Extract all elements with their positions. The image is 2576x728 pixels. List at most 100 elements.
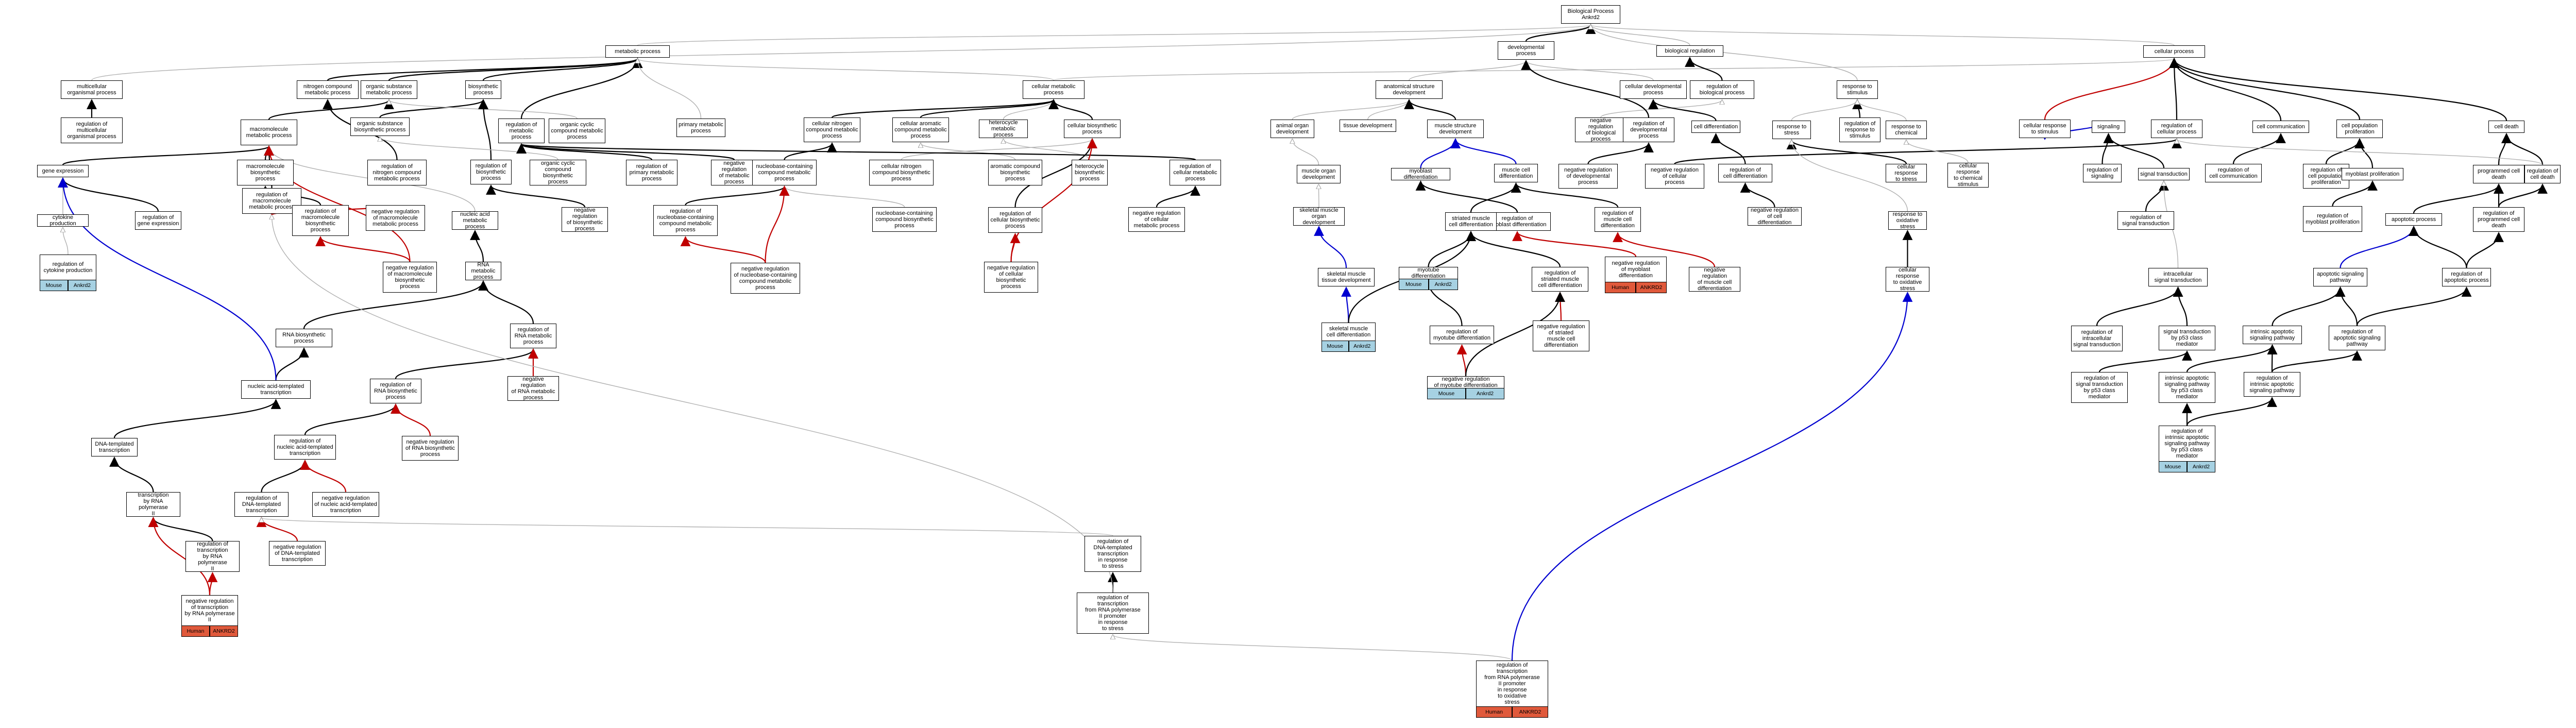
go-term-node[interactable]: negative regulation of metabolic process: [711, 160, 757, 185]
go-term-node[interactable]: metabolic process: [605, 45, 670, 58]
go-term-node[interactable]: response to oxidative stress: [1888, 211, 1927, 230]
go-term-node[interactable]: signaling: [2092, 121, 2125, 133]
go-term-node[interactable]: regulation of DNA-templated transcriptio…: [1084, 536, 1141, 572]
go-term-node[interactable]: nitrogen compound metabolic process: [297, 80, 359, 99]
go-term-node[interactable]: heterocycle biosynthetic process: [1072, 160, 1108, 185]
go-term-node[interactable]: cellular metabolic process: [1023, 80, 1084, 99]
go-term-node[interactable]: regulation of cellular biosynthetic proc…: [988, 207, 1042, 233]
go-term-node[interactable]: organic substance metabolic process: [361, 80, 417, 99]
go-term-node[interactable]: primary metabolic process: [676, 118, 725, 137]
go-term-node[interactable]: organic substance biosynthetic process: [350, 117, 410, 136]
go-term-node[interactable]: regulation of muscle cell differentiatio…: [1595, 207, 1641, 232]
go-term-node[interactable]: cell communication: [2252, 121, 2309, 133]
go-term-node[interactable]: negative regulation of striated muscle c…: [1533, 320, 1589, 351]
go-term-node[interactable]: biological regulation: [1656, 45, 1723, 57]
go-term-node[interactable]: regulation of apoptotic signaling pathwa…: [2329, 326, 2385, 350]
go-term-node[interactable]: negative regulation of cellular metaboli…: [1128, 207, 1185, 232]
go-term-node[interactable]: regulation of signal transduction: [2117, 211, 2174, 230]
go-term-node[interactable]: cytokine production: [37, 214, 89, 227]
go-term-node[interactable]: regulation of myotube differentiation: [1430, 326, 1494, 344]
go-term-node[interactable]: regulation of transcription from RNA pol…: [1476, 661, 1548, 707]
go-term-node[interactable]: heterocycle metabolic process: [979, 120, 1028, 138]
go-term-node[interactable]: regulation of myoblast proliferation: [2303, 206, 2362, 232]
go-term-node[interactable]: negative regulation of cell differentiat…: [1748, 207, 1802, 226]
go-term-node[interactable]: apoptotic signaling pathway: [2313, 268, 2367, 286]
go-term-node[interactable]: negative regulation of RNA metabolic pro…: [507, 376, 559, 401]
go-term-node[interactable]: negative regulation of biosynthetic proc…: [562, 207, 608, 232]
go-term-node[interactable]: aromatic compound biosynthetic process: [988, 160, 1042, 185]
go-term-node[interactable]: tissue development: [1340, 120, 1396, 132]
go-term-node[interactable]: regulation of cellular metabolic process: [1170, 160, 1221, 185]
go-term-node[interactable]: regulation of transcription by RNA polym…: [185, 541, 240, 572]
go-term-node[interactable]: regulation of metabolic process: [498, 118, 545, 143]
go-term-node[interactable]: negative regulation of macromolecule met…: [366, 205, 425, 231]
go-term-node[interactable]: intrinsic apoptotic signaling pathway by…: [2159, 372, 2215, 403]
go-term-node[interactable]: response to stimulus: [1837, 80, 1878, 99]
go-term-node[interactable]: negative regulation of myotube different…: [1427, 376, 1504, 388]
go-term-node[interactable]: regulation of cellular process: [2151, 120, 2202, 138]
go-term-node[interactable]: negative regulation of nucleobase-contai…: [731, 263, 800, 294]
go-term-node[interactable]: regulation of apoptotic process: [2442, 268, 2491, 286]
go-term-node[interactable]: macromolecule biosynthetic process: [237, 160, 294, 185]
go-term-node[interactable]: RNA biosynthetic process: [276, 329, 332, 347]
go-term-node[interactable]: regulation of response to stimulus: [1839, 117, 1880, 142]
go-term-node[interactable]: negative regulation of muscle cell diffe…: [1689, 267, 1740, 292]
go-term-node[interactable]: cellular response to oxidative stress: [1886, 267, 1929, 292]
go-term-node[interactable]: regulation of biosynthetic process: [470, 160, 512, 184]
go-term-node[interactable]: regulation of cell communication: [2205, 164, 2262, 182]
go-term-node[interactable]: transcription by RNA polymerase II: [126, 492, 180, 517]
go-term-node[interactable]: regulation of nucleobase-containing comp…: [653, 205, 718, 236]
go-term-node[interactable]: skeletal muscle organ development: [1293, 207, 1345, 226]
go-term-node[interactable]: skeletal muscle tissue development: [1318, 268, 1375, 286]
go-term-node[interactable]: programmed cell death: [2473, 165, 2524, 183]
go-term-node[interactable]: myoblast proliferation: [2342, 168, 2403, 180]
go-term-node[interactable]: nucleic acid-templated transcription: [241, 380, 311, 399]
go-term-node[interactable]: muscle structure development: [1427, 120, 1484, 138]
go-term-node[interactable]: regulation of multicellular organismal p…: [61, 117, 123, 143]
go-term-node[interactable]: cellular biosynthetic process: [1064, 120, 1121, 138]
go-term-node[interactable]: cellular response to chemical stimulus: [1947, 163, 1989, 188]
go-term-node[interactable]: anatomical structure development: [1376, 80, 1443, 99]
go-term-node[interactable]: apoptotic process: [2385, 213, 2442, 226]
go-term-node[interactable]: negative regulation of RNA biosynthetic …: [402, 436, 459, 461]
go-term-node[interactable]: negative regulation of macromolecule bio…: [383, 262, 437, 293]
go-term-node[interactable]: regulation of RNA metabolic process: [510, 324, 556, 348]
go-term-node[interactable]: negative regulation of biological proces…: [1575, 117, 1626, 142]
go-term-node[interactable]: cellular response to stress: [1886, 164, 1927, 182]
go-term-node[interactable]: cell population proliferation: [2336, 120, 2383, 138]
go-term-node[interactable]: animal organ development: [1270, 120, 1314, 138]
go-term-node[interactable]: regulation of intrinsic apoptotic signal…: [2244, 372, 2300, 397]
go-term-node[interactable]: regulation of DNA-templated transcriptio…: [234, 492, 289, 517]
go-term-node[interactable]: nucleobase-containing compound metabolic…: [752, 160, 817, 185]
go-term-node[interactable]: muscle cell differentiation: [1494, 164, 1538, 182]
go-term-node[interactable]: RNA metabolic process: [465, 262, 501, 280]
go-term-node[interactable]: striated muscle cell differentiation: [1445, 212, 1497, 231]
go-term-node[interactable]: negative regulation of developmental pro…: [1558, 164, 1618, 189]
go-term-node[interactable]: regulation of developmental process: [1623, 117, 1674, 142]
go-term-node[interactable]: regulation of cell death: [2524, 165, 2561, 183]
go-term-node[interactable]: multicellular organismal process: [61, 80, 123, 99]
go-term-node[interactable]: cellular nitrogen compound metabolic pro…: [804, 117, 860, 142]
go-term-node[interactable]: nucleobase-containing compound biosynthe…: [872, 207, 937, 232]
go-term-node[interactable]: cellular developmental process: [1620, 80, 1687, 99]
go-term-node[interactable]: regulation of intracellular signal trans…: [2071, 326, 2123, 351]
go-term-node[interactable]: regulation of macromolecule metabolic pr…: [242, 188, 301, 214]
go-term-node[interactable]: negative regulation of nucleic acid-temp…: [312, 492, 379, 517]
go-term-node[interactable]: intrinsic apoptotic signaling pathway: [2243, 326, 2302, 344]
go-term-node[interactable]: regulation of biological process: [1690, 80, 1754, 99]
go-term-node[interactable]: myoblast differentiation: [1391, 168, 1450, 180]
go-term-node[interactable]: biosynthetic process: [465, 80, 501, 99]
go-term-node[interactable]: regulation of nitrogen compound metaboli…: [367, 160, 427, 185]
go-term-node[interactable]: regulation of programmed cell death: [2473, 207, 2524, 232]
go-term-node[interactable]: regulation of signaling: [2083, 164, 2122, 182]
go-term-node[interactable]: regulation of RNA biosynthetic process: [370, 379, 421, 403]
go-term-node[interactable]: Biological Process Ankrd2: [1561, 5, 1620, 24]
go-term-node[interactable]: regulation of primary metabolic process: [626, 160, 677, 185]
go-term-node[interactable]: response to chemical: [1886, 121, 1927, 139]
go-term-node[interactable]: regulation of cytokine production: [40, 255, 96, 280]
go-term-node[interactable]: negative regulation of cellular biosynth…: [984, 262, 1038, 293]
go-term-node[interactable]: negative regulation of cellular process: [1645, 164, 1704, 189]
go-term-node[interactable]: nucleic acid metabolic process: [452, 211, 498, 230]
go-term-node[interactable]: cellular process: [2143, 45, 2205, 58]
go-term-node[interactable]: regulation of striated muscle cell diffe…: [1532, 267, 1588, 292]
